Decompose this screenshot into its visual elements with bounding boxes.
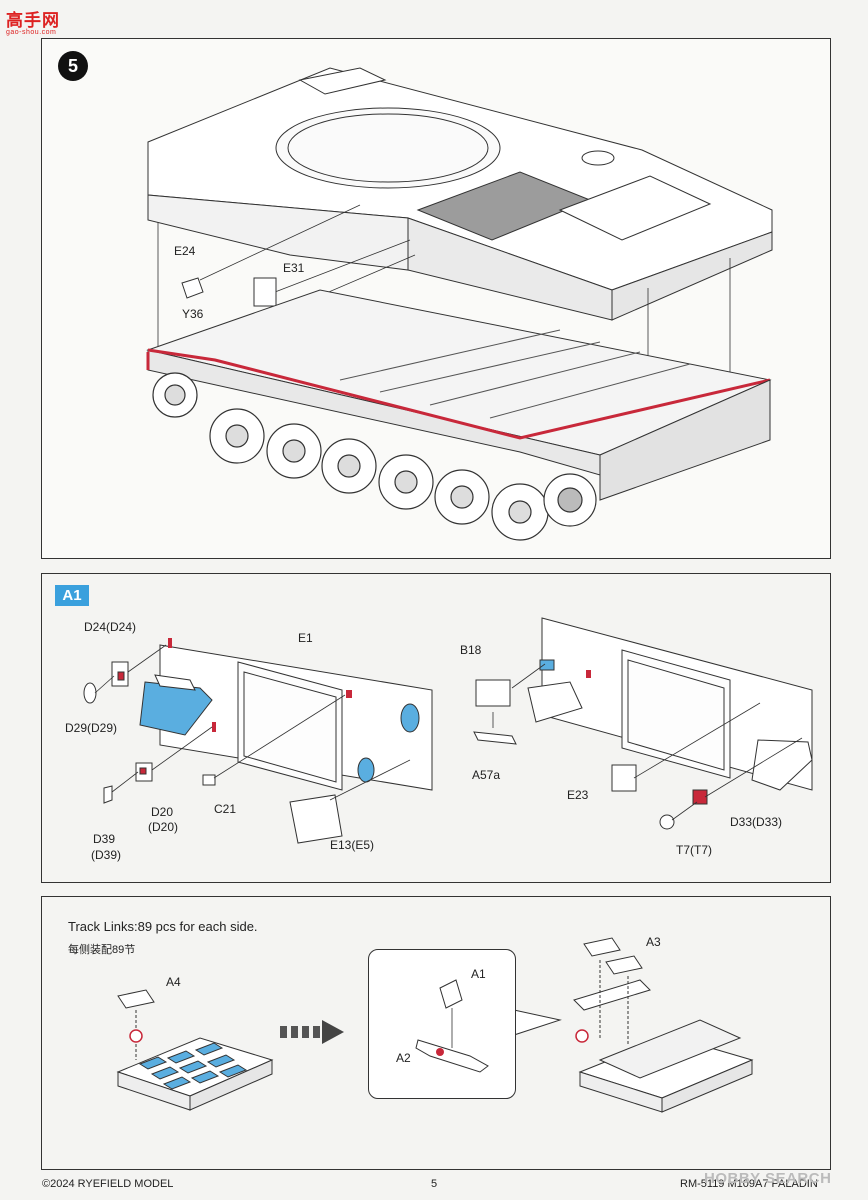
label-a2-inset: A2 (396, 1051, 411, 1065)
track-note-chinese: 每侧装配89节 (68, 944, 136, 956)
arrow-right-icon (280, 1020, 344, 1044)
lower-hull-drawing (146, 289, 772, 501)
track-detail-inset (368, 949, 516, 1099)
a1-left-parts (83, 638, 352, 804)
label-a3: A3 (646, 935, 661, 949)
a1-left-leaders (94, 644, 411, 801)
glue-warning-icon-left (129, 1029, 143, 1043)
label-d39-paren: (D39) (91, 848, 122, 862)
part-e23 (611, 764, 637, 792)
road-wheels (152, 372, 597, 541)
part-a3-second (605, 955, 643, 975)
track-jig-right (573, 937, 754, 1113)
label-y36: Y36 (182, 307, 204, 321)
part-a3-top (583, 937, 621, 957)
label-a57a: A57a (472, 768, 501, 782)
part-c21 (202, 774, 216, 786)
part-blue-bracket-right (539, 659, 555, 671)
part-fender-right-a (527, 681, 583, 723)
site-logo-text: 高手网 (6, 11, 60, 30)
label-c21: C21 (214, 802, 237, 816)
a1-left-side-plate (139, 644, 433, 844)
footer-model-number: RM-5119 M109A7 PALADIN (680, 1178, 818, 1190)
step-number-badge: 5 (58, 51, 88, 81)
a1-right-side-plate (473, 617, 813, 830)
footer-page-number: 5 (431, 1178, 438, 1190)
site-logo: 高手网 gao-shou.com (6, 6, 70, 36)
label-d29: D29(D29) (65, 721, 118, 735)
glue-warning-icon-right (575, 1029, 589, 1043)
label-e1: E1 (298, 631, 313, 645)
track-note-english: Track Links:89 pcs for each side. (68, 919, 258, 934)
footer-copyright: ©2024 RYEFIELD MODEL (42, 1178, 174, 1190)
part-d29 (83, 682, 97, 704)
label-e23: E23 (567, 788, 589, 802)
part-a57a (473, 731, 517, 745)
upper-hull-drawing (147, 67, 773, 321)
a1-right-leaders (492, 663, 803, 821)
label-t7: T7(T7) (676, 843, 712, 857)
part-e13 (289, 794, 343, 844)
label-d24: D24(D24) (84, 620, 137, 634)
label-d33: D33(D33) (730, 815, 783, 829)
label-b18: B18 (460, 643, 482, 657)
a1-panel (41, 573, 831, 883)
label-d20: D20 (151, 805, 174, 819)
label-a4: A4 (166, 975, 181, 989)
track-jig-left (116, 989, 274, 1111)
part-b18 (475, 679, 511, 707)
part-blue-hub (400, 703, 420, 733)
site-logo-url: gao-shou.com (6, 29, 57, 36)
part-e24 (181, 277, 204, 299)
label-a1-inset: A1 (471, 967, 486, 981)
part-d33 (692, 789, 708, 805)
track-links-panel (41, 896, 831, 1170)
hobby-search-watermark: HOBBY SEARCH (704, 1170, 832, 1187)
subassembly-a1-badge: A1 (55, 585, 89, 606)
label-e13: E13(E5) (330, 838, 375, 852)
part-d39 (103, 785, 113, 804)
part-e31 (253, 277, 277, 307)
label-d20-paren: (D20) (148, 820, 179, 834)
part-t7 (659, 814, 675, 830)
label-e24: E24 (174, 244, 196, 258)
part-a4 (117, 989, 155, 1009)
label-e31: E31 (283, 261, 305, 275)
label-d39: D39 (93, 832, 116, 846)
part-fender-right-b (751, 739, 813, 791)
